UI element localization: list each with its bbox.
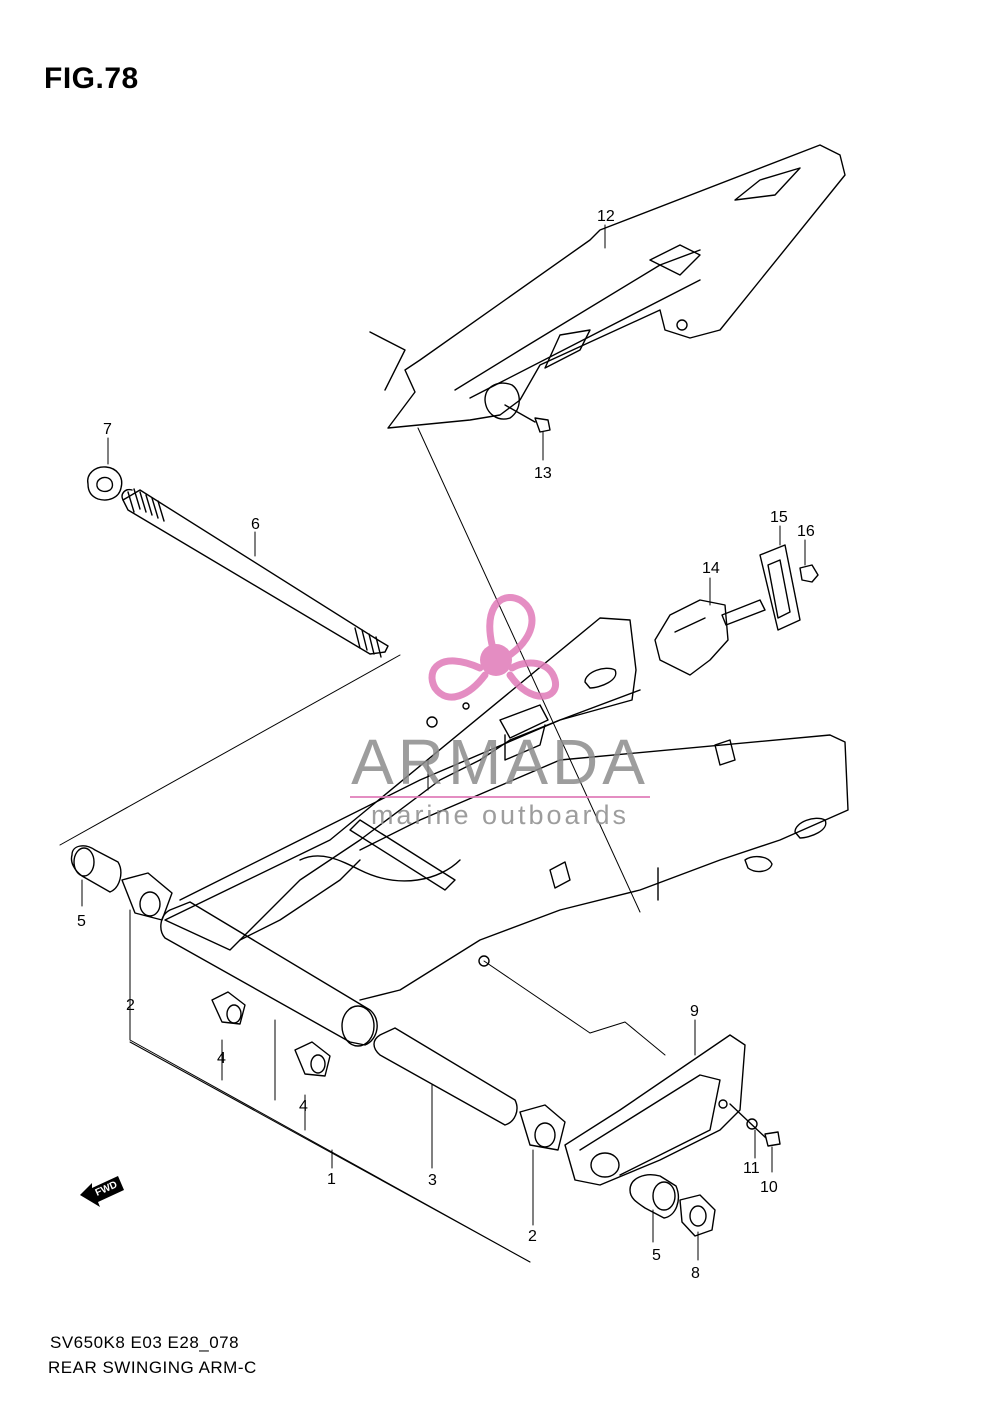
part-number-5-right: 5 (652, 1247, 661, 1264)
part-number-9: 9 (690, 1003, 699, 1020)
diagram-name: REAR SWINGING ARM-C (48, 1358, 257, 1377)
part-number-5-left: 5 (77, 913, 86, 930)
diagram-code: SV650K8 E03 E28_078 (50, 1333, 240, 1352)
part-number-1: 1 (327, 1171, 336, 1188)
watermark: ARMADA marine outboards (350, 594, 650, 830)
watermark-tagline: marine outboards (371, 800, 629, 830)
part-number-11: 11 (743, 1160, 760, 1177)
part-number-6: 6 (251, 516, 260, 533)
fwd-direction-arrow: FWD (80, 1176, 124, 1207)
bearing-4-b-part (294, 1041, 331, 1077)
frame-reference-line (59, 654, 401, 846)
washer-11-part (746, 1118, 758, 1130)
bearing-2-left-part (121, 872, 173, 921)
part-number-2-right: 2 (528, 1228, 537, 1245)
propeller-hub-icon (480, 644, 512, 676)
figure-title: FIG.78 (44, 62, 139, 95)
part-number-13: 13 (534, 465, 552, 482)
part-number-4-a: 4 (217, 1050, 226, 1067)
watermark-brand: ARMADA (351, 726, 649, 798)
nut-16-part (799, 564, 819, 583)
bearing-4-a-part (211, 991, 246, 1025)
pivot-tube-part (160, 901, 378, 1047)
pivot-shaft-part (121, 488, 389, 658)
part-number-4-b: 4 (299, 1098, 308, 1115)
bolt-10-part (729, 1103, 781, 1147)
bearing-2-right-part (519, 1104, 566, 1151)
part-number-8: 8 (691, 1265, 700, 1282)
nut-8-part (679, 1194, 716, 1237)
swing-arm-part (164, 617, 849, 1001)
part-number-7: 7 (103, 421, 112, 438)
part-number-16: 16 (797, 523, 815, 540)
part-number-3: 3 (428, 1172, 437, 1189)
part-number-2-left: 2 (126, 997, 135, 1014)
collar-5-right-part (629, 1174, 680, 1219)
part-number-12: 12 (597, 208, 615, 225)
collar-5-left-part (70, 845, 122, 893)
nut-7-part (87, 466, 123, 501)
bolt-13-part (504, 404, 551, 433)
spacer-3-part (373, 1027, 518, 1126)
part-number-10: 10 (760, 1179, 778, 1196)
part-number-15: 15 (770, 509, 788, 526)
part-number-14: 14 (702, 560, 720, 577)
chain-guard-part (564, 1034, 746, 1186)
chain-adjuster-part (654, 599, 766, 676)
propeller-logo-icon (428, 594, 559, 701)
chain-case-part (369, 144, 846, 429)
adjuster-plate-part (759, 544, 801, 631)
